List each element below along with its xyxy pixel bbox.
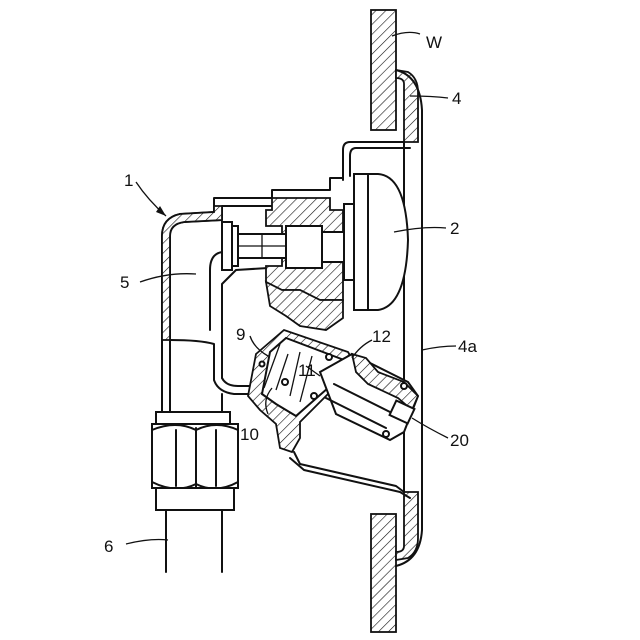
label-faucet-body: 1 — [124, 171, 133, 190]
label-part-9: 9 — [236, 325, 245, 344]
label-part-10: 10 — [240, 425, 259, 444]
label-wall: W — [426, 33, 442, 52]
label-part-11: 11 — [298, 361, 316, 380]
valve-block — [222, 198, 344, 330]
label-inlet-pipe: 5 — [120, 273, 129, 292]
label-cover-face: 4a — [458, 337, 477, 356]
label-cartridge: 20 — [450, 431, 469, 450]
wall — [371, 10, 396, 632]
label-outer-cover: 4 — [452, 89, 461, 108]
label-supply-pipe: 6 — [104, 537, 113, 556]
union-nut — [152, 412, 238, 510]
handle[interactable] — [344, 174, 408, 310]
label-handle: 2 — [450, 219, 459, 238]
label-part-12: 12 — [372, 327, 391, 346]
